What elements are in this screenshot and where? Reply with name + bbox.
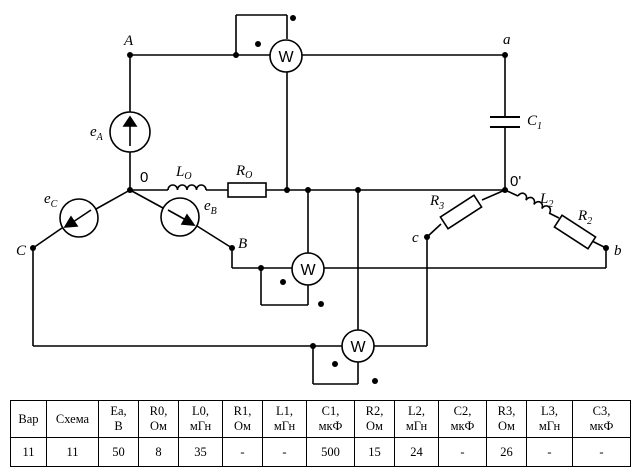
node-label-0: 0: [140, 169, 148, 186]
node-label-C: C: [16, 243, 27, 259]
header-var: Вар: [10, 400, 47, 438]
cell-r0: 8: [138, 437, 179, 467]
header-c3: C3,мкФ: [572, 400, 631, 438]
cell-ea: 50: [98, 437, 139, 467]
polarity-marks: [255, 15, 378, 384]
cell-l0: 35: [178, 437, 223, 467]
node-label-b: b: [614, 243, 622, 259]
node-label-a: a: [503, 32, 511, 48]
node-label-0-prime: 0': [510, 173, 521, 190]
header-l2: L2,мГн: [394, 400, 439, 438]
header-l3: L3,мГн: [526, 400, 573, 438]
header-r0: R0,Ом: [138, 400, 179, 438]
node-label-B: B: [238, 236, 247, 252]
label-r2: R2: [577, 208, 592, 227]
wattmeter-top: [269, 39, 303, 73]
label-l2: L2: [539, 191, 553, 210]
emf-source-eb: [160, 197, 200, 237]
cell-c1: 500: [306, 437, 355, 467]
circuit-schematic: W W W A a B b C c 0 0' eA eB eC LO RO C1…: [16, 14, 622, 385]
label-ec: eC: [44, 191, 58, 210]
label-ea: eA: [90, 124, 104, 143]
cell-r1: -: [222, 437, 263, 467]
resistor-r0: [227, 182, 267, 198]
cell-l1: -: [262, 437, 307, 467]
cell-l2: 24: [394, 437, 439, 467]
label-eb: eB: [204, 198, 217, 217]
cell-r3: 26: [486, 437, 527, 467]
label-r0: RO: [235, 163, 252, 181]
resistor-r2: [553, 214, 597, 250]
label-l0: LO: [175, 164, 192, 182]
cell-r2: 15: [354, 437, 395, 467]
table-header-row: Вар Схема Ea,В R0,Ом L0,мГн R1,Ом L1,мГн…: [10, 400, 631, 438]
inductor-l2: [517, 192, 552, 214]
wattmeter-top-label: W: [278, 49, 294, 66]
node-label-c: c: [412, 230, 419, 246]
emf-source-ea: [109, 111, 151, 153]
header-c2: C2,мкФ: [438, 400, 487, 438]
label-r3: R3: [429, 193, 444, 212]
header-r2: R2,Ом: [354, 400, 395, 438]
wattmeter-middle-label: W: [300, 262, 316, 279]
cell-l3: -: [526, 437, 573, 467]
parameters-table: Вар Схема Ea,В R0,Ом L0,мГн R1,Ом L1,мГн…: [10, 400, 631, 467]
cell-c2: -: [438, 437, 487, 467]
header-r3: R3,Ом: [486, 400, 527, 438]
emf-source-ec: [59, 198, 99, 238]
header-c1: C1,мкФ: [306, 400, 355, 438]
header-r1: R1,Ом: [222, 400, 263, 438]
inductor-l0: [167, 184, 207, 191]
wattmeter-bottom: [341, 329, 375, 363]
cell-var: 11: [10, 437, 47, 467]
header-l0: L0,мГн: [178, 400, 223, 438]
label-c1: C1: [527, 113, 542, 132]
node-label-A: A: [123, 33, 134, 49]
cell-c3: -: [572, 437, 631, 467]
header-l1: L1,мГн: [262, 400, 307, 438]
header-scheme: Схема: [46, 400, 99, 438]
table-row: 11 11 50 8 35 - - 500 15 24 - 26 - -: [10, 437, 631, 467]
cell-scheme: 11: [46, 437, 99, 467]
resistor-r3: [439, 194, 483, 230]
wattmeter-middle: [291, 252, 325, 286]
capacitor-c1: [490, 116, 520, 128]
node-dots: [30, 52, 609, 349]
wattmeter-bottom-label: W: [350, 339, 366, 356]
wires: [32, 14, 607, 385]
header-ea: Ea,В: [98, 400, 139, 438]
